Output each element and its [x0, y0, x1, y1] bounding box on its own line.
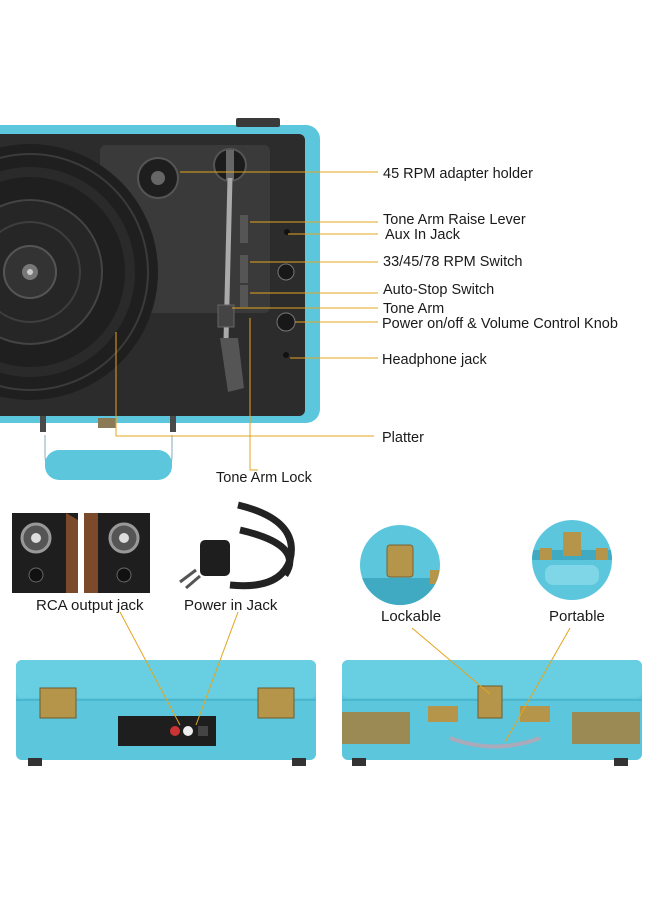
speakers: [12, 513, 150, 593]
label-power-jack: Power in Jack: [184, 597, 278, 614]
lower-callout-lines: [119, 611, 571, 743]
label-raise-lever: Tone Arm Raise Lever: [383, 212, 526, 228]
turntable-top-view: [0, 118, 320, 480]
label-portable: Portable: [549, 608, 605, 625]
case-front-left: [16, 660, 316, 766]
label-power-volume: Power on/off & Volume Control Knob: [382, 316, 618, 332]
handle-zoom: [532, 520, 612, 600]
label-headphone: Headphone jack: [382, 352, 487, 368]
label-tone-arm: Tone Arm: [383, 301, 445, 317]
label-rca-output: RCA output jack: [36, 597, 144, 614]
case-front-right: [342, 660, 642, 766]
callout-lines: [115, 171, 378, 471]
label-arm-lock: Tone Arm Lock: [216, 470, 312, 486]
label-adapter-holder: 45 RPM adapter holder: [383, 166, 533, 182]
tone-arm-shape: [213, 148, 247, 392]
label-auto-stop: Auto-Stop Switch: [383, 282, 495, 298]
power-adapter: [179, 501, 295, 590]
speed-knob: [277, 263, 295, 281]
label-platter: Platter: [382, 430, 424, 446]
label-speed-switch: 33/45/78 RPM Switch: [383, 254, 523, 270]
label-aux-in: Aux In Jack: [385, 227, 460, 243]
label-lockable: Lockable: [381, 608, 442, 625]
lock-zoom: [360, 525, 440, 605]
carry-handle: [45, 450, 172, 480]
volume-knob: [276, 312, 296, 332]
